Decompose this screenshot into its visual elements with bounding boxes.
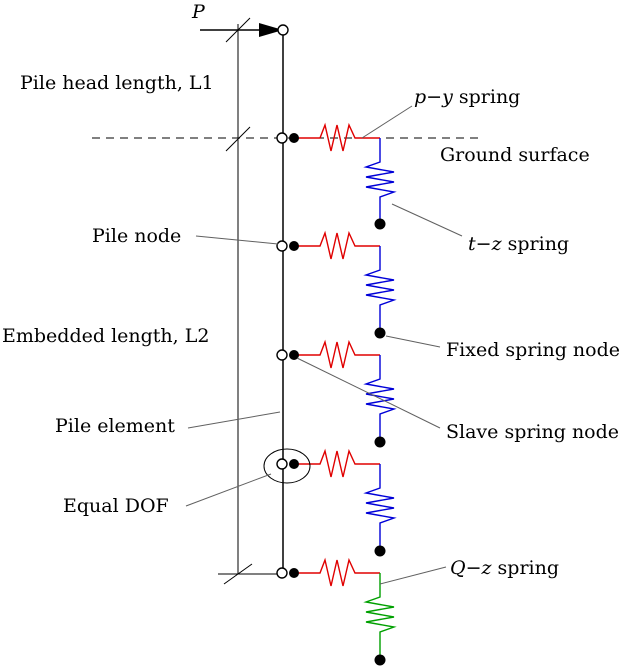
qz-spring <box>363 573 397 658</box>
pile-top-node <box>277 24 289 36</box>
slave-spring-node-label: Slave spring node <box>446 421 619 443</box>
load-arrow <box>200 23 283 37</box>
dimension-line <box>218 17 280 585</box>
equal-dof-ellipse <box>263 448 311 484</box>
tz-springs <box>363 138 397 549</box>
py-spring-label: p−y spring <box>414 86 520 108</box>
py-springs <box>294 122 380 587</box>
leader-lines <box>185 105 463 585</box>
tz-spring-label: t−z spring <box>468 233 569 255</box>
qz-spring-label: Q−z spring <box>450 557 559 579</box>
pile-element-label: Pile element <box>55 415 175 437</box>
fixed-spring-node-label: Fixed spring node <box>446 339 620 361</box>
embedded-length-label: Embedded length, L2 <box>2 325 209 347</box>
load-label: P <box>191 1 206 23</box>
slave-spring-nodes <box>289 133 299 578</box>
pile-nodes <box>276 132 288 579</box>
pile-node-label: Pile node <box>92 225 181 247</box>
equal-dof-label: Equal DOF <box>63 495 169 517</box>
fixed-spring-nodes <box>374 218 386 666</box>
ground-surface-label: Ground surface <box>440 144 590 166</box>
pile-head-length-label: Pile head length, L1 <box>20 72 214 94</box>
